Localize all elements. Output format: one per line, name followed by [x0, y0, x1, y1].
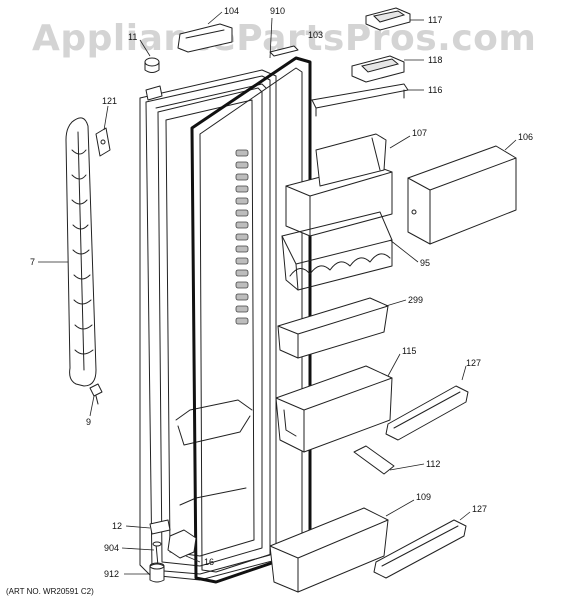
cover-117 [365, 7, 411, 31]
liner-ribs [235, 149, 249, 325]
callout-16: 16 [204, 557, 214, 567]
cover-118 [351, 55, 405, 83]
callout-7: 7 [30, 257, 35, 267]
dairy-bin-107 [285, 133, 393, 237]
hinge-bushing-912 [149, 562, 165, 583]
hinge-bushing-11 [144, 57, 160, 73]
door-top-trim [145, 85, 163, 101]
callout-11: 11 [128, 32, 137, 42]
wire-rack-95 [281, 211, 393, 291]
hinge-bracket-16 [167, 529, 197, 559]
hinge-screw-904 [152, 541, 162, 567]
handle-mount-121 [95, 127, 111, 157]
callout-95: 95 [420, 258, 430, 268]
callout-127-lower: 127 [472, 504, 487, 514]
door-trim-103 [269, 45, 299, 57]
callout-106: 106 [518, 132, 533, 142]
callout-904: 904 [104, 543, 119, 553]
callout-299: 299 [408, 295, 423, 305]
bin-trim-127-upper [385, 385, 469, 441]
callout-912: 912 [104, 569, 119, 579]
clip-112 [353, 445, 395, 475]
door-handle-7 [65, 117, 97, 387]
callout-9: 9 [86, 417, 91, 427]
door-bin-115 [275, 365, 393, 453]
callout-103: 103 [308, 30, 323, 40]
callout-116: 116 [428, 85, 442, 95]
callout-117: 117 [428, 15, 442, 25]
callout-121: 121 [102, 96, 117, 106]
door-bin-109 [269, 507, 389, 593]
handle-screw-9 [89, 383, 103, 405]
callout-104: 104 [224, 6, 239, 16]
callout-107: 107 [412, 128, 427, 138]
leader-lines [38, 11, 517, 575]
callout-127-upper: 127 [466, 358, 481, 368]
door-inner-liner [157, 87, 263, 567]
door-bin-106 [407, 145, 517, 245]
bin-trim-127-lower [373, 519, 467, 579]
hinge-plate-12 [149, 519, 171, 535]
callout-109: 109 [416, 492, 431, 502]
callout-115: 115 [402, 346, 416, 356]
door-shelf-299 [277, 297, 389, 359]
callout-112: 112 [426, 459, 440, 469]
shelf-rail-116 [311, 83, 409, 117]
callout-labels: 104 910 11 103 117 118 116 121 107 106 7… [30, 6, 533, 579]
callout-910: 910 [270, 6, 285, 16]
callout-118: 118 [428, 55, 442, 65]
callout-12: 12 [112, 521, 122, 531]
top-cap-104 [177, 23, 233, 53]
art-number: (ART NO. WR20591 C2) [6, 587, 94, 596]
